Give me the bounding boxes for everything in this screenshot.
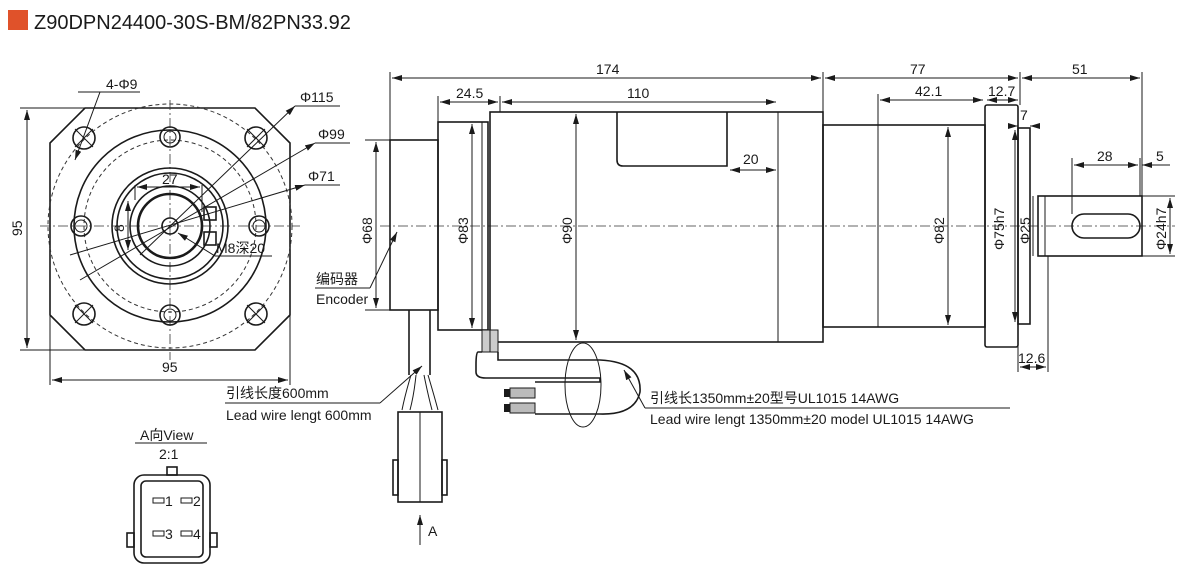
height-dim: 95 bbox=[9, 220, 25, 236]
dim-12-7: 12.7 bbox=[988, 83, 1015, 99]
dim-110: 110 bbox=[627, 85, 650, 101]
bolt-holes bbox=[70, 126, 270, 326]
pin-2: 2 bbox=[193, 493, 201, 509]
drawing-title: Z90DPN24400-30S-BM/82PN33.92 bbox=[34, 12, 351, 34]
dim-77: 77 bbox=[910, 61, 926, 77]
dim-24-5: 24.5 bbox=[456, 85, 483, 101]
pin-3: 3 bbox=[165, 526, 173, 542]
motor-body bbox=[489, 111, 824, 343]
dim-8: 8 bbox=[111, 224, 127, 232]
output-shaft bbox=[1037, 195, 1143, 257]
dim-7: 7 bbox=[1020, 107, 1028, 123]
thread-label: M8深20 bbox=[216, 240, 265, 256]
title-marker bbox=[8, 10, 28, 30]
encoder-label-cn: 编码器 bbox=[316, 271, 358, 287]
lead-label-en: Lead wire lengt 600mm bbox=[226, 407, 372, 423]
dim-12-6: 12.6 bbox=[1018, 350, 1045, 366]
holes-label: 4-Φ9 bbox=[106, 76, 138, 92]
front-view: 4-Φ9 Φ115 Φ99 Φ71 27 8 M8深20 95 95 bbox=[9, 76, 350, 385]
pin-1: 1 bbox=[165, 493, 173, 509]
connector-view-label: A向View bbox=[140, 427, 194, 443]
dim-20: 20 bbox=[743, 151, 759, 167]
power-label-cn: 引线长1350mm±20型号UL1015 14AWG bbox=[650, 390, 899, 406]
dim-51: 51 bbox=[1072, 61, 1088, 77]
encoder-label-en: Encoder bbox=[316, 291, 368, 307]
dim-5: 5 bbox=[1156, 148, 1164, 164]
dim-42-1: 42.1 bbox=[915, 83, 942, 99]
d24-label: Φ24h7 bbox=[1153, 207, 1169, 250]
pilot bbox=[1017, 127, 1031, 325]
side-view: 174 77 51 24.5 110 42.1 12.7 7 28 5 20 1… bbox=[225, 61, 1175, 545]
d25-label: Φ25 bbox=[1017, 217, 1033, 244]
encoder-body bbox=[389, 139, 439, 311]
connector-scale: 2:1 bbox=[159, 446, 179, 462]
lead-label-cn: 引线长度600mm bbox=[226, 385, 329, 401]
shaft-key bbox=[1071, 213, 1141, 239]
pin-4: 4 bbox=[193, 526, 201, 542]
dim-27: 27 bbox=[162, 171, 178, 187]
d68-label: Φ68 bbox=[359, 217, 375, 244]
d75-label: Φ75h7 bbox=[991, 207, 1007, 250]
d99-label: Φ99 bbox=[318, 126, 345, 142]
d90-label: Φ90 bbox=[559, 217, 575, 244]
d115-label: Φ115 bbox=[300, 89, 334, 105]
d83-label: Φ83 bbox=[455, 217, 471, 244]
connector-view: A向View 2:1 1 2 3 4 bbox=[126, 427, 218, 564]
encoder-flange bbox=[437, 121, 489, 331]
d82-label: Φ82 bbox=[931, 217, 947, 244]
view-arrow-a: A bbox=[428, 523, 438, 539]
power-label-en: Lead wire lengt 1350mm±20 model UL1015 1… bbox=[650, 411, 974, 427]
d71-label: Φ71 bbox=[308, 168, 335, 184]
dim-28: 28 bbox=[1097, 148, 1113, 164]
dim-174: 174 bbox=[596, 61, 620, 77]
width-dim: 95 bbox=[162, 359, 178, 375]
